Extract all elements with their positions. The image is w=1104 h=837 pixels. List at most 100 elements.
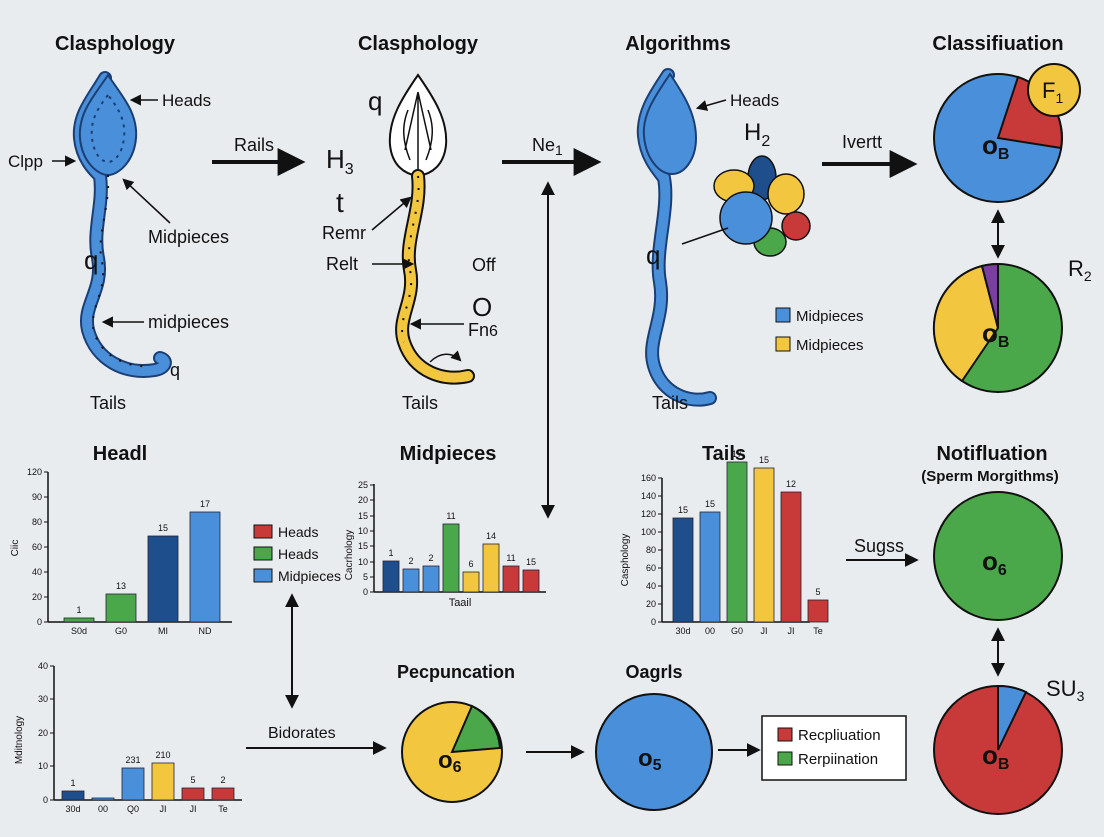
y-axis-label: Mditnology <box>14 716 25 764</box>
x-tick-label: 30d <box>675 626 690 636</box>
bar <box>63 617 95 623</box>
y-tick-label: 0 <box>37 617 42 627</box>
legend-bottom-box <box>761 715 907 781</box>
x-tick-label: ND <box>199 626 212 636</box>
bar <box>105 593 137 623</box>
x-tick-label: JI <box>159 804 166 814</box>
y-tick-label: 40 <box>38 661 48 671</box>
label-remr: Remr <box>322 223 366 243</box>
bar <box>147 535 179 623</box>
x-tick-label: 30d <box>65 804 80 814</box>
x-tick-label: Te <box>218 804 228 814</box>
x-tick-label: S0d <box>71 626 87 636</box>
chart-tails-title: Tails <box>702 443 746 465</box>
label-ob-1: oB <box>982 130 1009 163</box>
legend-swatch-green <box>253 546 273 561</box>
label-ob-3: oB <box>982 740 1009 773</box>
label-tails-3: Tails <box>652 393 688 413</box>
bar-value-label: 1 <box>76 605 81 615</box>
x-tick-label: G0 <box>731 626 743 636</box>
legend-label: Midpieces <box>796 337 864 354</box>
sperm-cell-blue-1 <box>72 71 172 378</box>
legend-swatch-blue <box>775 307 791 323</box>
x-axis-label: Taail <box>449 597 472 609</box>
x-tick-label: G0 <box>115 626 127 636</box>
y-tick-label: 0 <box>363 587 368 597</box>
bar-value-label: 17 <box>732 449 742 459</box>
y-tick-label: 80 <box>646 545 656 555</box>
legend-label: Heads <box>278 524 318 540</box>
label-f1: F1 <box>1042 78 1063 106</box>
label-bidorates: Bidorates <box>268 725 336 742</box>
bar <box>699 511 721 623</box>
label-o6-bottom: o6 <box>438 747 462 776</box>
label-h3: H3 <box>326 144 354 178</box>
bar <box>482 543 500 593</box>
pie-bottom-right <box>933 684 1063 815</box>
bar-value-label: 15 <box>526 557 536 567</box>
label-ob-2: oB <box>982 318 1009 351</box>
bar-value-label: 6 <box>468 559 473 569</box>
pie-notif-green <box>933 491 1063 621</box>
label-rails: Rails <box>234 135 274 155</box>
y-tick-label: 15 <box>358 541 368 551</box>
x-tick-label: Te <box>813 626 823 636</box>
legend-bottom: Recpliuation Rerpiination <box>761 715 907 781</box>
label-o: O <box>472 292 492 322</box>
y-tick-label: 20 <box>38 728 48 738</box>
y-tick-label: 5 <box>363 572 368 582</box>
y-tick-label: 40 <box>646 581 656 591</box>
y-tick-label: 80 <box>32 517 42 527</box>
bar-value-label: 17 <box>200 499 210 509</box>
label-q-3: q <box>368 86 382 116</box>
bar <box>442 523 460 593</box>
legend-label: Midpieces <box>278 568 341 584</box>
legend-panel3: Midpieces Midpieces <box>775 307 864 354</box>
panel4-title: Classifiuation <box>932 33 1063 55</box>
bar-value-label: 2 <box>220 775 225 785</box>
bar <box>181 787 205 801</box>
y-tick-label: 120 <box>641 509 656 519</box>
bar-value-label: 14 <box>486 531 496 541</box>
legend-middle: Heads Heads Midpieces <box>253 524 341 584</box>
label-clpp: Clpp <box>8 152 43 171</box>
label-ne1: Ne1 <box>532 135 563 158</box>
y-tick-label: 20 <box>358 495 368 505</box>
bar-value-label: 2 <box>408 556 413 566</box>
bar-value-label: 5 <box>815 587 820 597</box>
label-su3: SU3 <box>1046 676 1085 704</box>
y-tick-label: 140 <box>641 491 656 501</box>
notif-subtitle: (Sperm Morgithms) <box>921 468 1059 485</box>
label-sugss: Sugss <box>854 536 904 556</box>
bar <box>422 565 440 593</box>
sperm-cell-blue-2 <box>636 68 717 407</box>
sperm-cell-outline <box>388 73 475 385</box>
label-midpieces-2: midpieces <box>148 312 229 332</box>
bar <box>91 797 115 801</box>
y-tick-label: 40 <box>32 567 42 577</box>
legend-label: Midpieces <box>796 308 864 325</box>
bar-value-label: 15 <box>759 455 769 465</box>
legend-swatch-red <box>253 524 273 539</box>
bar <box>151 762 175 801</box>
bar-value-label: 15 <box>678 505 688 515</box>
panel1-title: Clasphology <box>55 33 176 55</box>
label-q-2: q <box>170 360 180 380</box>
label-heads-1: Heads <box>162 91 211 110</box>
flower-cluster <box>681 155 811 257</box>
bar-value-label: 11 <box>446 511 455 521</box>
y-tick-label: 10 <box>38 761 48 771</box>
label-heads-3: Heads <box>730 91 779 110</box>
label-t: t <box>336 187 344 218</box>
label-o6-mid: o6 <box>982 546 1007 579</box>
bar <box>462 571 480 593</box>
x-tick-label: MI <box>158 626 168 636</box>
y-tick-label: 15 <box>358 511 368 521</box>
y-tick-label: 25 <box>358 480 368 490</box>
y-tick-label: 30 <box>38 694 48 704</box>
label-fn6: Fn6 <box>468 320 498 340</box>
